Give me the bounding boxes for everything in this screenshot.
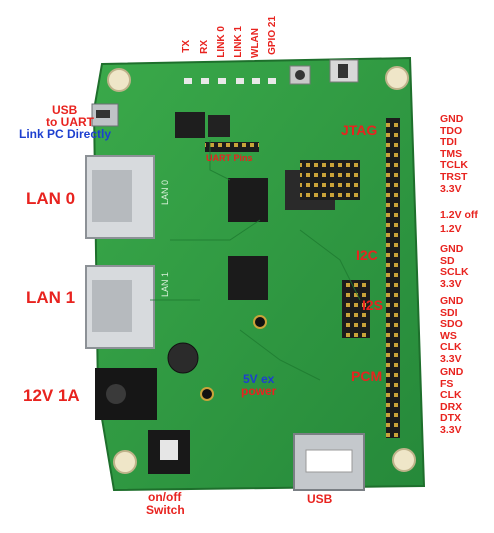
label-tx: TX [181,40,192,53]
pin-label: SDI [440,306,458,319]
inductor [167,342,199,374]
label-lan1: LAN 1 [26,288,76,307]
pin-label: WS [440,329,457,342]
jtag-socket [300,160,360,200]
jtag-pin-list: GND TDO TDI TMS TCLK TRST 3.3V [440,113,468,195]
pin-label: GND [440,113,464,125]
label-power: power [241,384,277,398]
pin-label: SCLK [440,266,469,279]
mount-hole [385,66,409,90]
label-12v: 12V 1A [23,386,80,405]
pin-label: TDO [440,124,463,137]
pin-label: SD [440,254,455,267]
label-gpio21: GPIO 21 [267,16,278,55]
i2s-pin-list: GND SDI SDO WS CLK 3.3V [440,295,464,366]
uart-chip [175,112,205,138]
pin-label: TCLK [440,159,468,172]
lan0-transformer [228,178,268,222]
silk-lan1: LAN 1 [160,272,170,298]
pin-label: TDI [440,136,457,149]
label-switch: Switch [146,503,185,517]
mount-hole [113,450,137,474]
pin-label: 3.3V [440,352,462,365]
mount-hole [392,448,416,472]
pin-label: FS [440,377,454,390]
pin-label: GND [440,295,464,307]
label-link-pc: Link PC Directly [19,127,112,141]
label-lan0: LAN 0 [26,189,76,208]
label-i2s: I2S [362,297,384,313]
pin-label: CLK [440,389,462,402]
pin-label: CLK [440,341,462,354]
label-link0: LINK 0 [216,26,227,58]
silk-lan0: LAN 0 [160,180,170,206]
pin-label: GND [440,243,464,255]
voltage-pin-list: 1.2V off 1.2V [440,208,478,236]
pcm-pin-list: GND FS CLK DRX DTX 3.3V [440,366,464,437]
label-link1: LINK 1 [233,26,244,58]
label-usb: USB [52,103,78,117]
label-on-off: on/off [148,490,182,504]
label-i2c: I2C [356,247,378,263]
label-uart-pins: UART Pins [206,153,253,163]
pin-label: DTX [440,412,461,425]
label-pcm: PCM [351,368,383,384]
label-to-uart: to UART [46,115,94,129]
pin-label: SDO [440,318,463,331]
right-pin-header [386,118,400,438]
i2c-pin-list: GND SD SCLK 3.3V [440,243,469,290]
pin-label: 3.3V [440,182,462,195]
pin-label: TMS [440,147,463,160]
uart-header [205,142,259,152]
led-row [184,78,276,84]
pin-label: 3.3V [440,277,462,290]
mount-hole [107,68,131,92]
pin-label: TRST [440,170,468,183]
label-usb-bottom: USB [307,492,333,506]
label-wlan: WLAN [250,28,261,58]
label-5v-ex: 5V ex [243,372,275,386]
label-rx: RX [199,40,210,54]
pin-label: 1.2V off [440,209,478,221]
lan1-transformer [228,256,268,300]
pin-label: 1.2V [440,223,462,235]
pin-label: DRX [440,400,463,413]
pin-label: GND [440,366,464,378]
label-jtag: JTAG [341,122,378,138]
pin-label: 3.3V [440,423,462,436]
i2s-socket [342,280,370,338]
